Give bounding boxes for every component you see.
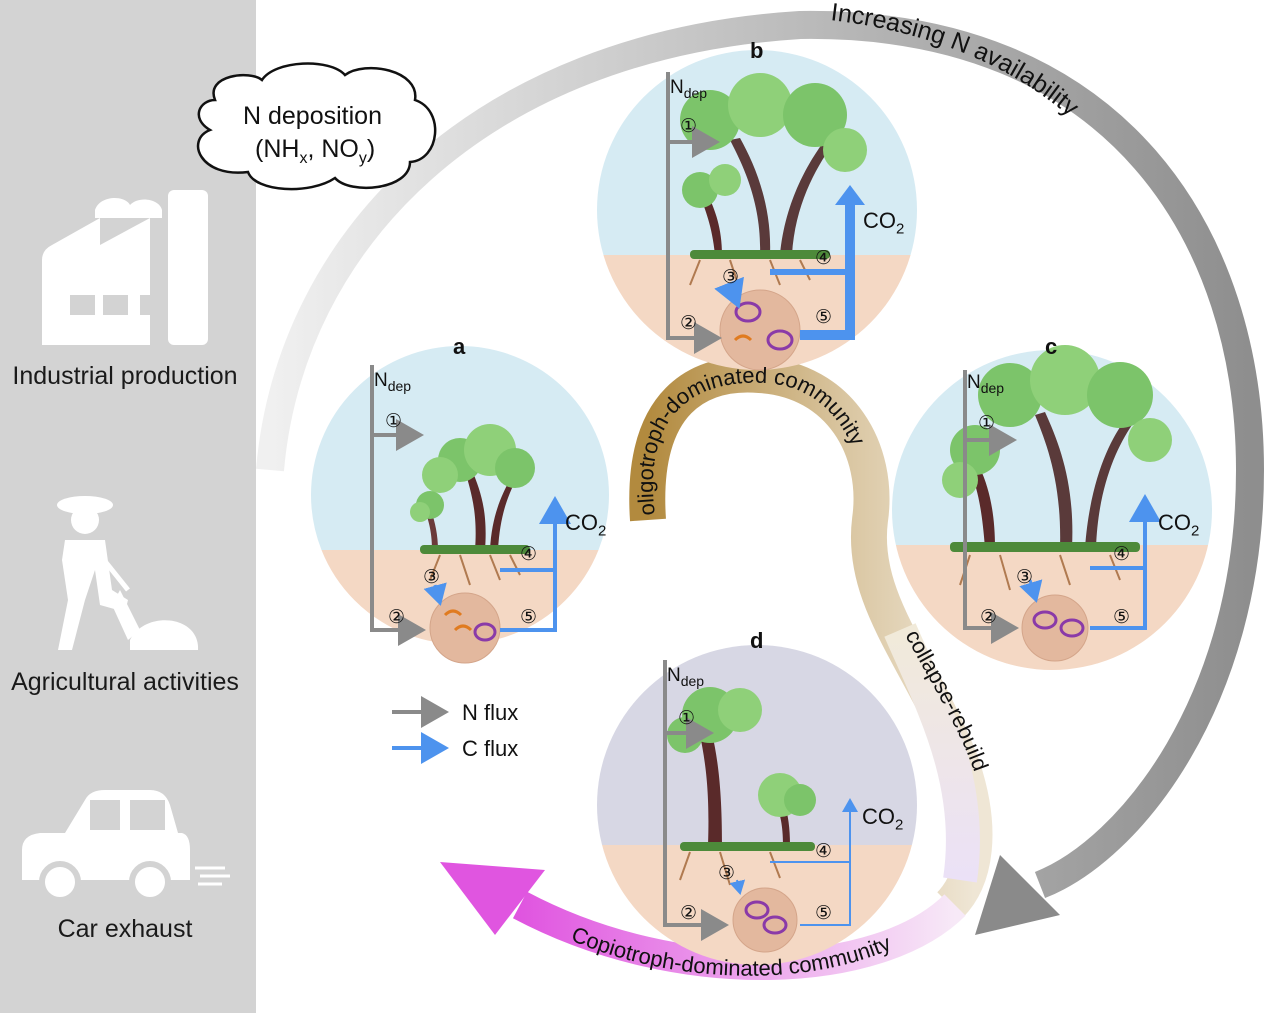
panel-a-step3: ③ [423,567,441,588]
cloud-l2-post: ) [366,135,376,163]
ndep-sub: dep [387,377,412,394]
panel-a-step4: ④ [520,544,538,565]
panel-d-step5: ⑤ [815,903,833,924]
panel-d-co2: CO2 [862,804,903,833]
co2-sub: 2 [895,816,904,834]
legend-c-flux: C flux [462,736,519,761]
panel-c-ndep: Ndep [967,372,1004,396]
co2-main: CO [863,208,896,233]
panel-c-step4: ④ [1113,544,1131,565]
legend-n-flux: N flux [462,700,519,725]
cloud-shape [197,62,437,191]
panel-b-letter: b [750,38,764,63]
cloud-l2-sub1: x [299,150,308,167]
cloud-line2: (NHx, NOy) [255,135,375,168]
co2-sub: 2 [1191,522,1200,540]
ndep-sub: dep [683,84,708,101]
farmer-icon [57,496,199,650]
panel-d-letter: d [750,628,764,653]
collapse-arc [884,623,980,883]
co2-main: CO [565,510,598,535]
panel-c-letter: c [1045,334,1058,359]
panel-c-co2: CO2 [1158,510,1199,539]
cloud-line1: N deposition [243,102,382,130]
panel-d-step4: ④ [815,841,833,862]
panel-c-step1: ① [978,413,996,434]
co2-sub: 2 [598,522,607,540]
panel-d-ndep: Ndep [667,665,704,689]
co2-main: CO [1158,510,1191,535]
panel-a-step5: ⑤ [520,607,538,628]
ndep-sub: dep [980,379,1005,396]
cloud-l2-mid: , NO [307,135,359,163]
panel-a [309,344,611,664]
panel-c-step2: ② [980,607,998,628]
panel-b-step2: ② [680,313,698,334]
ndep-main: N [967,372,981,393]
industrial-label: Industrial production [12,362,238,390]
big-arrow-head [975,855,1060,935]
panel-a-step1: ① [385,411,403,432]
car-label: Car exhaust [57,915,193,943]
panel-a-letter: a [453,334,466,359]
agricultural-label: Agricultural activities [11,668,239,696]
panel-b-step3: ③ [722,267,740,288]
panel-a-step2: ② [388,607,406,628]
co2-sub: 2 [896,220,905,238]
panel-d-step1: ① [678,708,696,729]
car-icon [22,790,230,903]
panel-b-co2: CO2 [863,208,904,237]
panel-c-step5: ⑤ [1113,607,1131,628]
panel-b-step1: ① [680,116,698,137]
copiotroph-arrow [440,862,966,981]
panel-b-step4: ④ [815,248,833,269]
ndep-main: N [374,370,388,391]
cloud-l2-pre: (NH [255,135,300,163]
ndep-main: N [670,77,684,98]
increasing-n-arc [256,10,1265,935]
panel-d-step3: ③ [718,863,736,884]
panel-a-co2: CO2 [565,510,606,539]
cloud-l2-sub2: y [358,150,367,167]
ndep-main: N [667,665,681,686]
factory-icon [42,190,208,345]
panel-a-ndep: Ndep [374,370,411,394]
panel-c-step3: ③ [1016,567,1034,588]
panel-b-step5: ⑤ [815,307,833,328]
co2-main: CO [862,804,895,829]
ndep-sub: dep [680,672,705,689]
panel-d-step2: ② [680,903,698,924]
panel-b-ndep: Ndep [670,77,707,101]
